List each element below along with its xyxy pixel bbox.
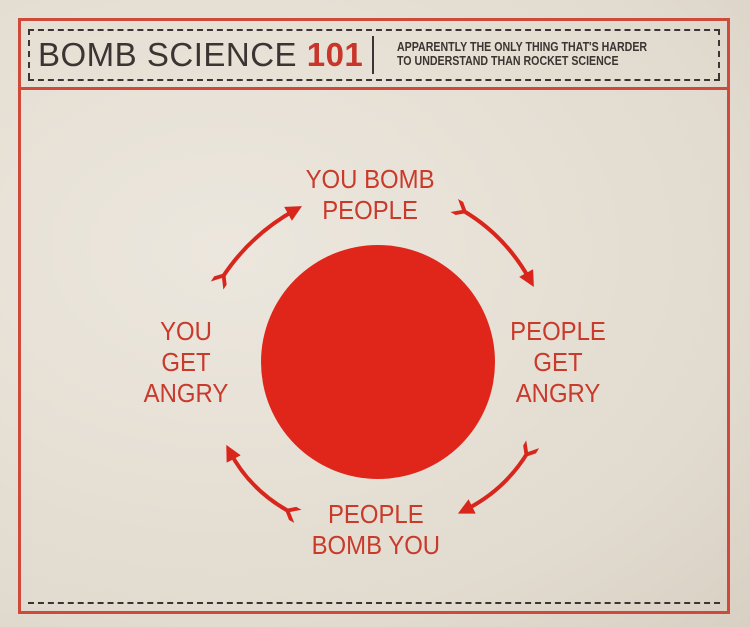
label-you-get-angry: YOU GET ANGRY bbox=[144, 316, 229, 409]
label-line: YOU bbox=[160, 316, 212, 346]
arrow-top-left bbox=[210, 206, 302, 290]
label-line: GET bbox=[161, 347, 211, 377]
subtitle-line: APPARENTLY THE ONLY THING THAT'S HARDER bbox=[397, 40, 648, 54]
label-you-bomb-people: YOU BOMB PEOPLE bbox=[306, 164, 435, 226]
label-people-bomb-you: PEOPLE BOMB YOU bbox=[312, 499, 440, 561]
label-line: ANGRY bbox=[515, 378, 601, 408]
title-separator bbox=[372, 36, 374, 74]
arrow-bottom-left bbox=[226, 444, 302, 523]
header-band bbox=[18, 18, 730, 90]
divider bbox=[28, 29, 720, 31]
page-title: BOMB SCIENCE 101 bbox=[38, 36, 363, 74]
label-line: PEOPLE bbox=[327, 499, 424, 529]
title-number: 101 bbox=[306, 36, 364, 73]
label-line: GET bbox=[533, 347, 583, 377]
divider bbox=[28, 602, 720, 604]
divider bbox=[28, 79, 720, 81]
arrow-top-right bbox=[450, 198, 534, 287]
red-circle bbox=[261, 245, 495, 479]
outer-frame bbox=[18, 18, 730, 614]
label-people-get-angry: PEOPLE GET ANGRY bbox=[510, 316, 606, 409]
divider bbox=[718, 29, 720, 79]
label-line: YOU BOMB bbox=[305, 164, 435, 194]
label-line: PEOPLE bbox=[322, 195, 418, 225]
label-line: ANGRY bbox=[143, 378, 229, 408]
title-text: BOMB SCIENCE bbox=[38, 36, 298, 73]
arrow-bottom-right bbox=[457, 440, 540, 514]
subtitle-line: TO UNDERSTAND THAN ROCKET SCIENCE bbox=[397, 54, 619, 68]
divider bbox=[28, 29, 30, 79]
label-line: PEOPLE bbox=[510, 316, 606, 346]
subtitle: APPARENTLY THE ONLY THING THAT'S HARDER … bbox=[397, 40, 647, 68]
label-line: BOMB YOU bbox=[311, 530, 441, 560]
